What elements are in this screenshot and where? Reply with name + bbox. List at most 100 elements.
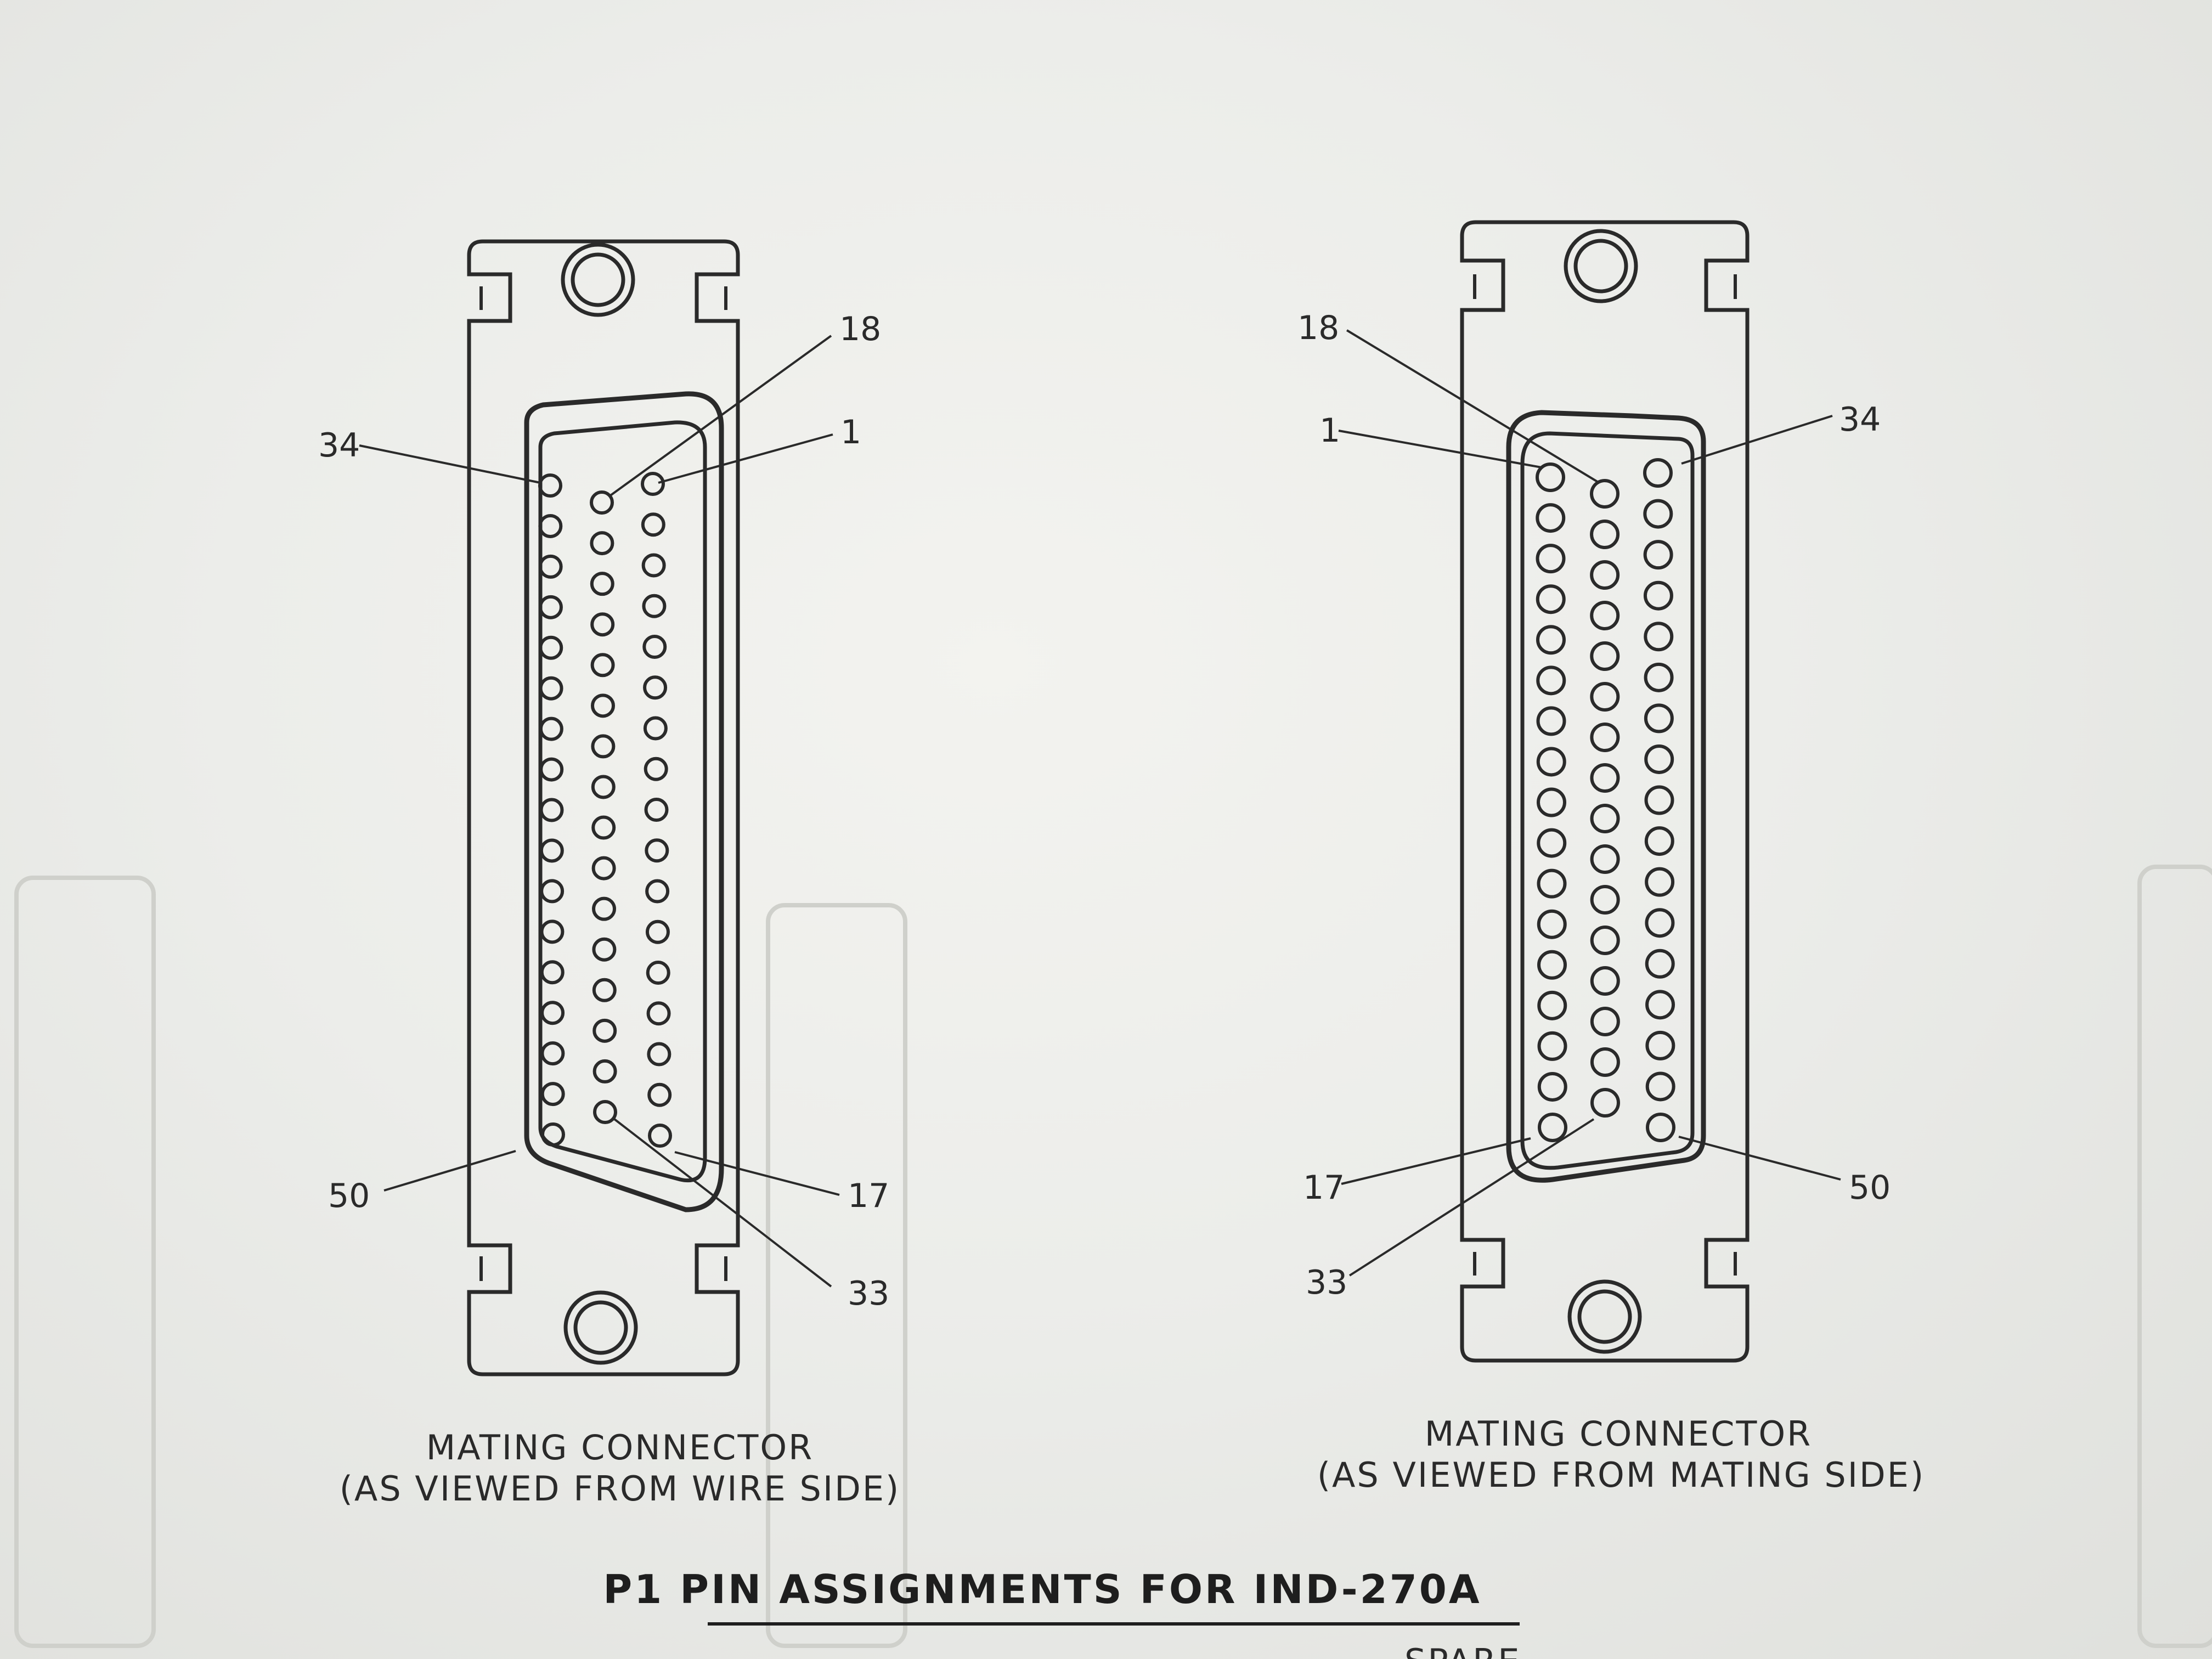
left-d-shell-inner bbox=[538, 420, 707, 1183]
left-pin-col2-10 bbox=[591, 856, 616, 881]
right-pin-col1-4 bbox=[1536, 584, 1566, 614]
right-pin-col3-17 bbox=[1646, 1113, 1675, 1142]
right-pin-col2-10 bbox=[1590, 844, 1620, 874]
left-pin-col1-10 bbox=[539, 838, 564, 863]
left-pin-col1-5 bbox=[539, 635, 563, 660]
right-pin-label-34: 34 bbox=[1839, 400, 1881, 439]
right-caption-line2: (AS VIEWED FROM MATING SIDE) bbox=[1317, 1455, 1925, 1495]
left-top-screw-hole-inner bbox=[571, 252, 625, 307]
left-bottom-screw-hole-inner bbox=[573, 1300, 628, 1355]
document-title: P1 PIN ASSIGNMENTS FOR IND-270A bbox=[603, 1566, 1481, 1612]
right-pin-col1-14 bbox=[1537, 990, 1567, 1020]
right-pin-col1-11 bbox=[1537, 868, 1567, 899]
left-top-screw-hole-outer bbox=[561, 242, 635, 317]
right-pin-col1-8 bbox=[1536, 747, 1566, 777]
left-pin-col3-4 bbox=[642, 594, 667, 618]
right-caption-line1: MATING CONNECTOR bbox=[1425, 1414, 1812, 1454]
left-pin-col2-1 bbox=[590, 490, 614, 515]
left-pin-col1-7 bbox=[539, 716, 563, 741]
left-pin-col1-16 bbox=[540, 1082, 565, 1107]
left-d-shell-outer bbox=[524, 391, 724, 1212]
right-pin-col3-8 bbox=[1644, 744, 1674, 774]
right-pin-col3-15 bbox=[1645, 1030, 1675, 1060]
right-pin-col2-16 bbox=[1590, 1088, 1620, 1118]
left-pin-col2-12 bbox=[592, 937, 617, 962]
left-pin-col3-10 bbox=[645, 838, 669, 863]
left-pin-col1-4 bbox=[538, 595, 563, 619]
left-caption-line1: MATING CONNECTOR bbox=[426, 1427, 814, 1468]
left-pin-grid bbox=[538, 472, 672, 1148]
right-pin-col1-16 bbox=[1537, 1071, 1567, 1102]
right-pin-col3-11 bbox=[1645, 867, 1675, 897]
left-pin-col3-11 bbox=[645, 879, 670, 904]
right-pin-col3-5 bbox=[1644, 622, 1674, 652]
right-pin-col2-4 bbox=[1590, 601, 1620, 630]
right-pin-label-17: 17 bbox=[1303, 1169, 1345, 1207]
left-pin-col2-15 bbox=[592, 1059, 617, 1084]
right-pin-col2-15 bbox=[1590, 1047, 1620, 1077]
right-top-screw-hole-outer bbox=[1564, 229, 1638, 303]
right-pin-col2-6 bbox=[1590, 682, 1620, 712]
right-pin-col3-12 bbox=[1645, 908, 1675, 938]
right-pin-col2-11 bbox=[1590, 885, 1620, 915]
left-pin-col3-1 bbox=[641, 472, 665, 496]
right-pin-col3-2 bbox=[1643, 499, 1673, 529]
right-pin-col3-3 bbox=[1643, 540, 1673, 570]
right-pin-col2-8 bbox=[1590, 763, 1620, 793]
right-leader-lines bbox=[1338, 329, 1841, 1277]
bleed-through-marks bbox=[14, 865, 2212, 1648]
left-pin-col2-11 bbox=[592, 896, 616, 921]
right-pin-col2-13 bbox=[1590, 966, 1620, 996]
right-pin-label-18: 18 bbox=[1297, 309, 1339, 347]
left-pin-col3-2 bbox=[641, 512, 665, 537]
right-pin-col1-3 bbox=[1536, 544, 1566, 574]
left-pin-col3-13 bbox=[646, 961, 670, 985]
left-pin-col1-6 bbox=[539, 676, 563, 701]
right-pin-col1-6 bbox=[1536, 665, 1566, 696]
left-bottom-screw-hole-outer bbox=[563, 1290, 638, 1365]
left-pin-label-50: 50 bbox=[328, 1177, 370, 1215]
left-pin-label-1: 1 bbox=[840, 413, 861, 452]
right-pin-col2-14 bbox=[1590, 1007, 1620, 1036]
left-pin-col1-8 bbox=[539, 757, 564, 782]
right-pin-col2-7 bbox=[1590, 723, 1620, 752]
right-bottom-screw-hole-outer bbox=[1567, 1279, 1642, 1354]
right-pin-col2-3 bbox=[1590, 560, 1620, 590]
left-connector: 34 18 1 50 17 33 MATING CONNECTOR (AS VI… bbox=[318, 239, 901, 1509]
right-pin-col1-15 bbox=[1537, 1031, 1567, 1061]
left-pin-col2-8 bbox=[591, 775, 616, 799]
right-top-screw-hole-inner bbox=[1573, 239, 1628, 294]
right-connector-shell bbox=[1460, 220, 1750, 1363]
left-pin-col2-13 bbox=[592, 978, 617, 1002]
left-pin-col1-14 bbox=[540, 1001, 565, 1025]
right-pin-col3-4 bbox=[1643, 580, 1673, 611]
left-pin-col3-5 bbox=[642, 635, 667, 659]
left-caption-line2: (AS VIEWED FROM WIRE SIDE) bbox=[340, 1469, 901, 1509]
right-pin-col2-12 bbox=[1590, 926, 1620, 955]
right-connector: 18 1 34 17 33 50 MATING CONNECTOR (AS VI… bbox=[1297, 220, 1925, 1495]
left-pin-col3-8 bbox=[644, 757, 668, 781]
left-pin-col3-15 bbox=[647, 1042, 672, 1066]
left-pin-col1-17 bbox=[541, 1122, 565, 1147]
left-pin-label-18: 18 bbox=[839, 310, 881, 348]
left-pin-col1-12 bbox=[540, 919, 565, 944]
left-pin-label-33: 33 bbox=[848, 1274, 889, 1313]
left-pin-col1-15 bbox=[540, 1041, 565, 1066]
right-pin-col2-2 bbox=[1590, 520, 1620, 549]
left-pin-col1-13 bbox=[540, 960, 565, 985]
right-d-shell-outer bbox=[1506, 410, 1706, 1183]
left-pin-col3-3 bbox=[641, 553, 666, 578]
partial-table-text: SPARE bbox=[1404, 1641, 1521, 1659]
left-pin-col3-16 bbox=[647, 1082, 672, 1107]
left-connector-shell bbox=[467, 239, 740, 1376]
left-pin-col3-17 bbox=[648, 1124, 672, 1148]
right-pin-col2-9 bbox=[1590, 804, 1620, 833]
left-pin-col2-6 bbox=[591, 693, 615, 718]
left-pin-col3-7 bbox=[643, 716, 668, 741]
left-leader-lines bbox=[359, 335, 840, 1288]
left-pin-col1-11 bbox=[540, 879, 565, 904]
left-pin-col3-9 bbox=[644, 798, 669, 822]
right-pin-col3-1 bbox=[1643, 458, 1673, 488]
right-pin-col1-1 bbox=[1536, 462, 1565, 492]
